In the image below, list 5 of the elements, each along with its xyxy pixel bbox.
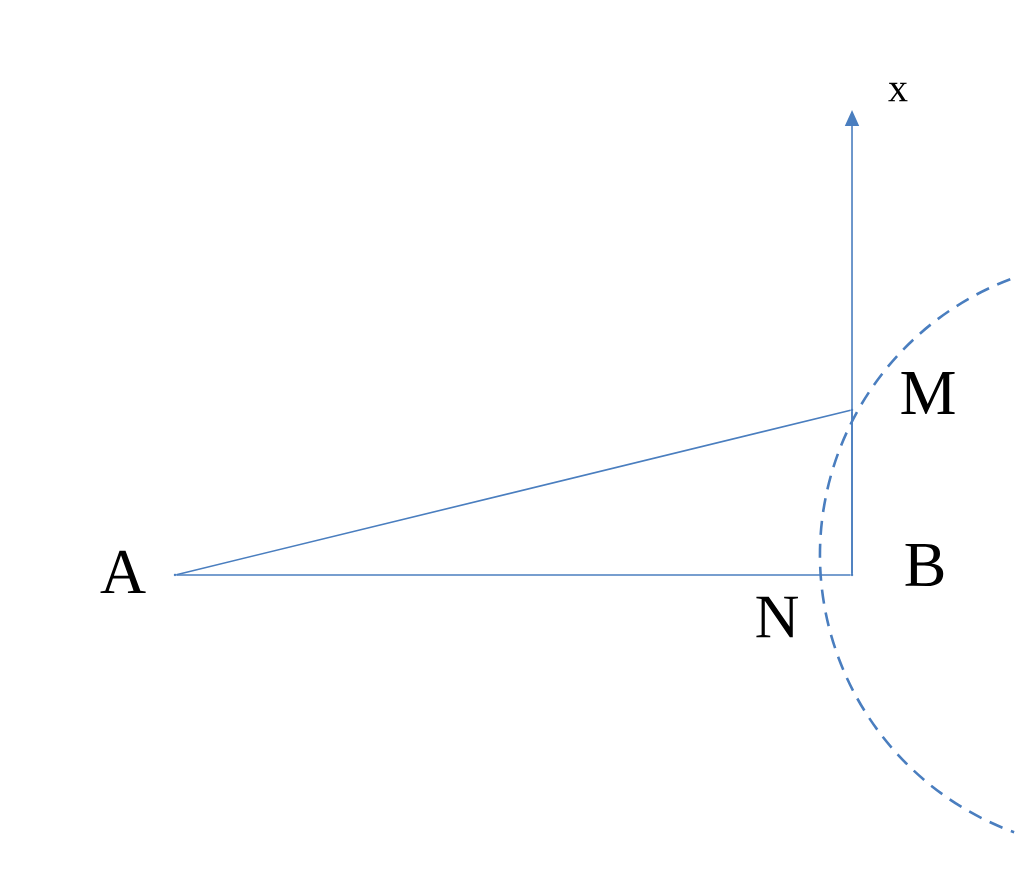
line-segment	[175, 574, 852, 576]
point-label: N	[756, 596, 798, 638]
line-segment	[175, 409, 852, 576]
point-label: x	[888, 82, 908, 102]
vertex-label: A	[100, 550, 177, 594]
